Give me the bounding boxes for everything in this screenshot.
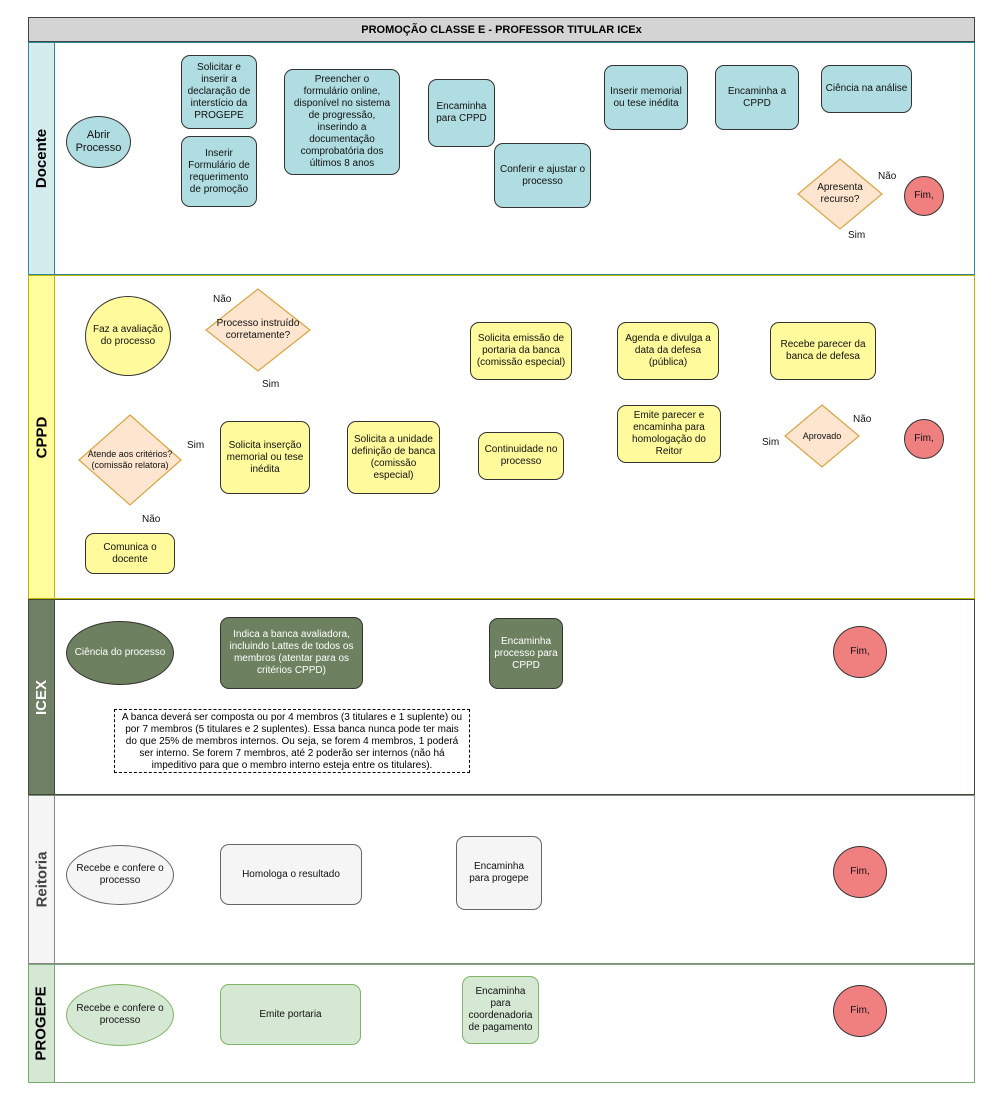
apresenta_recurso-diamond xyxy=(797,158,883,230)
node-recebe-parecer: Recebe parecer da banca de defesa xyxy=(770,322,876,380)
node-fim-icex: Fim, xyxy=(833,626,887,678)
edge-label-sim-aprovado: Sim xyxy=(762,437,780,448)
atende_criterios-diamond xyxy=(78,414,182,506)
node-recebe-progepe: Recebe e confere o processo xyxy=(66,984,174,1046)
aprovado-diamond xyxy=(784,404,860,468)
node-ciencia-processo: Ciência do processo xyxy=(66,621,174,685)
lane-label-icex: ICEX xyxy=(28,599,55,795)
lane-label-reitoria: Reitoria xyxy=(28,795,55,964)
node-homologa: Homologa o resultado xyxy=(220,844,362,905)
banca-note: A banca deverá ser composta ou por 4 mem… xyxy=(114,709,470,773)
edge-label-nao-aprovado: Não xyxy=(853,414,872,425)
node-abrir: Abrir Processo xyxy=(66,116,131,168)
processo_instruido-diamond xyxy=(205,288,311,372)
node-conferir: Conferir e ajustar o processo xyxy=(494,143,591,208)
node-encaminha-icex: Encaminha processo para CPPD xyxy=(489,618,563,689)
node-apresenta-recurso: Apresenta recurso? xyxy=(817,182,863,205)
lane-label-progepe: PROGEPE xyxy=(28,964,55,1083)
node-encaminha-pagamento: Encaminha para coordenadoria de pagament… xyxy=(462,976,539,1044)
node-faz-avaliacao: Faz a avaliação do processo xyxy=(85,296,171,376)
node-encaminha-progepe: Encaminha para progepe xyxy=(456,836,542,910)
edge-label-sim-instruido: Sim xyxy=(262,379,280,390)
node-encaminha-cppd1: Encaminha para CPPD xyxy=(428,79,495,147)
node-fim-progepe: Fim, xyxy=(833,985,887,1037)
edge-label-nao-instruido: Não xyxy=(213,294,232,305)
node-solicita-unidade: Solicita a unidade definição de banca (c… xyxy=(347,421,440,494)
node-fim-reitoria: Fim, xyxy=(833,846,887,898)
lane-label-docente: Docente xyxy=(28,42,55,275)
node-encaminha-cppd2: Encaminha a CPPD xyxy=(715,65,799,130)
edge-label-nao-recurso: Não xyxy=(878,171,897,182)
node-fim-docente: Fim, xyxy=(904,176,944,216)
node-inserir-memorial: Inserir memorial ou tese inédita xyxy=(604,65,688,130)
edge-label-nao-atende: Não xyxy=(142,514,161,525)
node-recebe-reitoria: Recebe e confere o processo xyxy=(66,845,174,905)
node-solicita-insercao: Solicita inserção memorial ou tese inédi… xyxy=(220,421,310,494)
node-continuidade: Continuidade no processo xyxy=(478,432,564,480)
node-solicita-portaria: Solicita emissão de portaria da banca (c… xyxy=(470,322,572,380)
node-emite-portaria: Emite portaria xyxy=(220,984,361,1045)
node-atende-criterios: Atende aos critérios? (comissão relatora… xyxy=(87,449,173,470)
edge-label-sim-recurso: Sim xyxy=(848,230,866,241)
node-processo-instruido: Processo instruído corretamente? xyxy=(216,318,300,341)
node-indica-banca: Indica a banca avaliadora, incluindo Lat… xyxy=(220,617,363,689)
lane-label-cppd: CPPD xyxy=(28,275,55,599)
node-comunica: Comunica o docente xyxy=(85,533,175,574)
diagram-title: PROMOÇÃO CLASSE E - PROFESSOR TITULAR IC… xyxy=(28,17,975,42)
node-solicitar: Solicitar e inserir a declaração de inte… xyxy=(181,55,257,129)
node-fim-cppd: Fim, xyxy=(904,419,944,459)
node-emite-parecer: Emite parecer e encaminha para homologaç… xyxy=(617,405,721,463)
node-inserir-form: Inserir Formulário de requerimento de pr… xyxy=(181,136,257,207)
node-aprovado: Aprovado xyxy=(802,430,842,441)
edge-label-sim-atende: Sim xyxy=(187,440,205,451)
node-agenda: Agenda e divulga a data da defesa (públi… xyxy=(617,322,719,380)
node-ciencia-analise: Ciência na análise xyxy=(821,65,912,113)
node-preencher: Preencher o formulário online, disponíve… xyxy=(284,69,400,175)
